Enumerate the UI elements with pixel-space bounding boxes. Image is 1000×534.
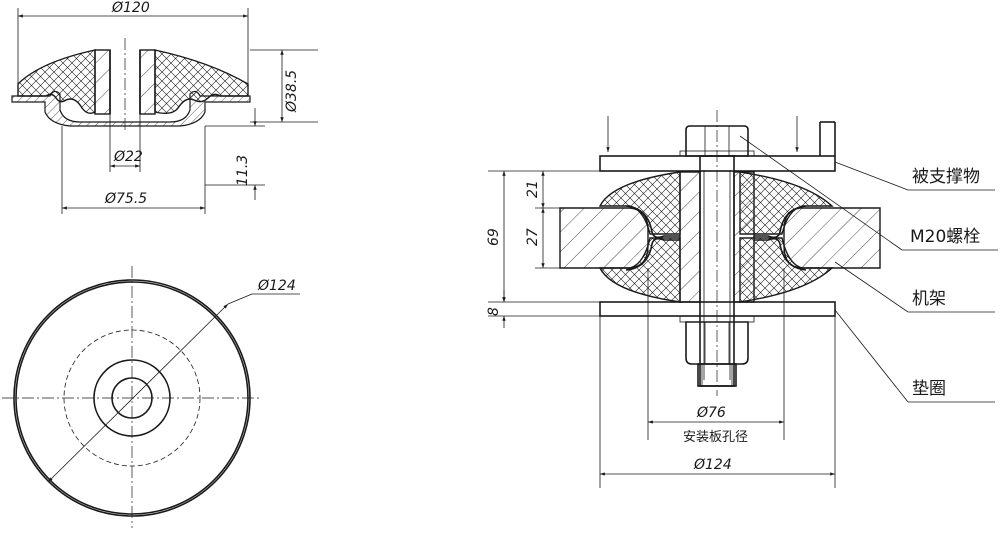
bolt-head [685, 125, 749, 157]
assembly-section-view [559, 110, 881, 396]
mount-section-view [11, 38, 251, 130]
sleeve-left [94, 49, 111, 115]
dim-dia-22: Ø22 [113, 149, 143, 165]
dim-h-11-3: 11.3 [235, 155, 251, 186]
dim-dia-76: Ø76 [696, 405, 726, 421]
dim-h-21: 21 [525, 180, 541, 198]
flange-plate [11, 90, 251, 127]
frame-left [559, 207, 649, 269]
callout-labels: 被支撑物 M20螺栓 机架 垫圈 [739, 135, 998, 403]
dim-dia-38-5: Ø38.5 [284, 70, 300, 113]
label-mount-hole: 安装板孔径 [683, 430, 748, 445]
supported-object-plate [599, 155, 836, 172]
dim-plan-dia-124: Ø124 [257, 278, 296, 294]
label-supported-object: 被支撑物 [912, 167, 980, 187]
label-frame: 机架 [912, 289, 946, 309]
dim-dia-120: Ø120 [111, 0, 150, 16]
dim-dia-75-5: Ø75.5 [104, 191, 147, 207]
dim-h-8: 8 [486, 307, 502, 316]
dim-sec-dia-124: Ø124 [693, 457, 732, 473]
nut [685, 321, 749, 365]
sleeve-right [139, 49, 156, 115]
frame-right [783, 207, 881, 269]
label-bolt: M20螺栓 [910, 227, 980, 247]
dim-h-69: 69 [486, 228, 502, 246]
mount-section-dimensions: Ø120 Ø38.5 11.3 Ø22 Ø75.5 [17, 0, 318, 214]
label-washer: 垫圈 [912, 379, 946, 399]
dim-h-27: 27 [525, 228, 541, 246]
assembly-dimensions: 21 27 69 8 Ø76 安装板孔径 Ø124 [486, 170, 836, 488]
mount-plan-view: Ø124 [2, 266, 300, 528]
washer [599, 301, 836, 317]
